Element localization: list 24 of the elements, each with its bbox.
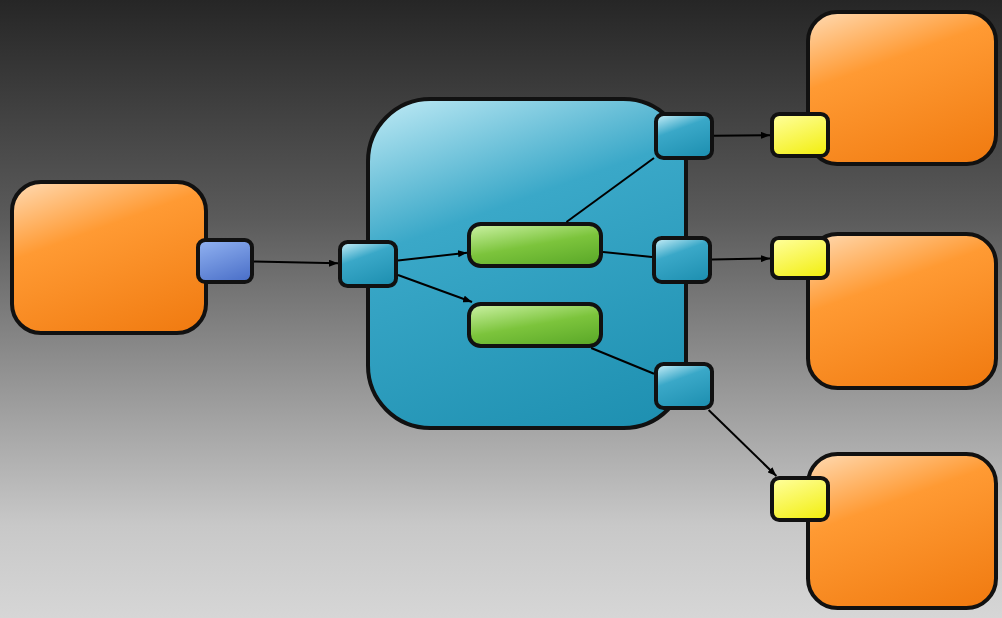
output-port [196,238,254,284]
arrow [253,259,339,267]
process-box [10,180,208,335]
arrow [397,273,474,303]
output-port [652,236,712,284]
container-box [366,97,688,430]
arrow [711,255,771,263]
arrow [397,250,468,262]
connector-line [565,156,655,223]
arrow [707,409,778,477]
input-port [770,236,830,280]
process-box [806,10,998,166]
output-port [654,112,714,160]
arrow [713,131,771,139]
process-box [806,232,998,390]
output-port [654,362,714,410]
connector-line [602,250,653,258]
input-port [770,112,830,158]
pill-bar [467,222,603,268]
input-port [338,240,398,288]
pill-bar [467,302,603,348]
process-box [806,452,998,610]
connector-line [590,347,655,375]
input-port [770,476,830,522]
